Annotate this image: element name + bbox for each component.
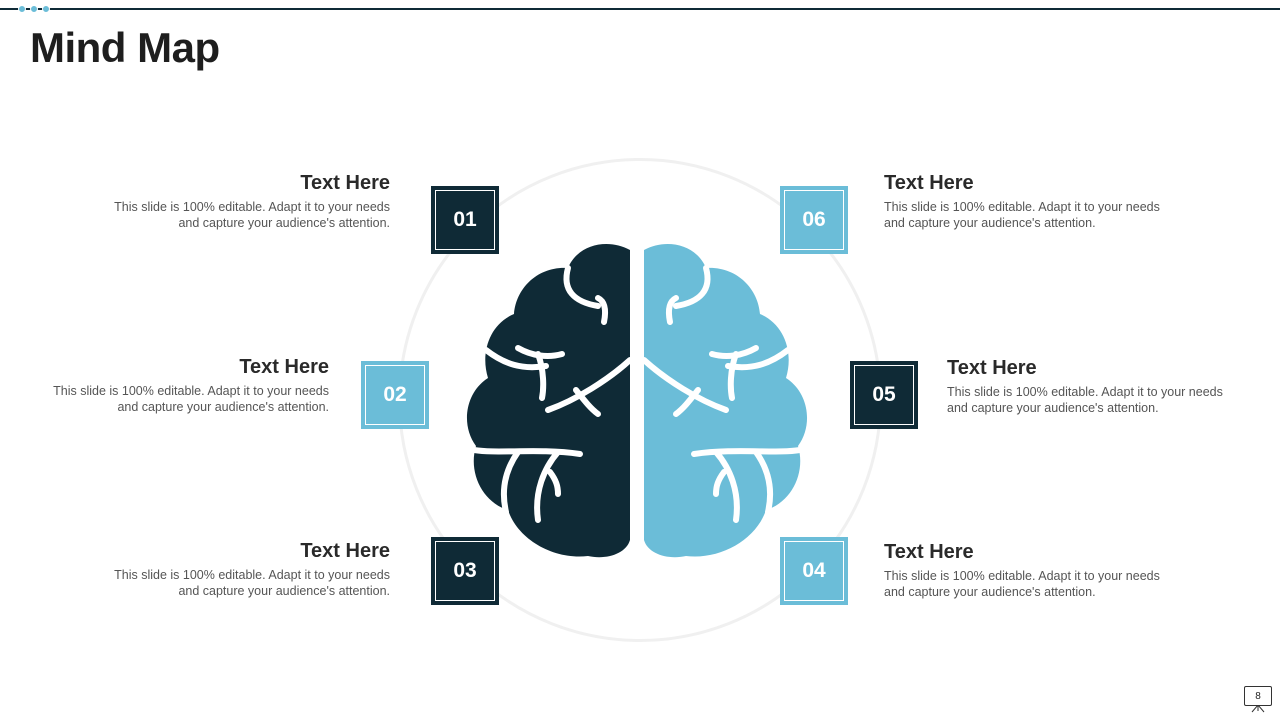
top-divider-line	[0, 8, 1280, 10]
item-body: This slide is 100% editable. Adapt it to…	[114, 200, 390, 230]
number-label-04: 04	[784, 541, 844, 601]
brain-icon	[466, 244, 808, 558]
text-block-06: Text Here This slide is 100% editable. A…	[884, 171, 1184, 231]
number-box-02: 02	[361, 361, 429, 429]
presentation-screen-icon	[1251, 705, 1265, 713]
item-heading: Text Here	[239, 356, 329, 378]
page-number: 8	[1244, 686, 1272, 706]
number-box-04: 04	[780, 537, 848, 605]
item-body: This slide is 100% editable. Adapt it to…	[114, 568, 390, 598]
slide-title: Mind Map	[30, 24, 220, 71]
item-body: This slide is 100% editable. Adapt it to…	[947, 385, 1223, 415]
number-box-06: 06	[780, 186, 848, 254]
number-box-01: 01	[431, 186, 499, 254]
item-heading: Text Here	[884, 172, 974, 194]
text-block-01: Text Here This slide is 100% editable. A…	[90, 171, 390, 231]
item-heading: Text Here	[884, 541, 974, 563]
item-heading: Text Here	[300, 172, 390, 194]
item-body: This slide is 100% editable. Adapt it to…	[884, 569, 1160, 599]
item-body: This slide is 100% editable. Adapt it to…	[884, 200, 1160, 230]
number-box-05: 05	[850, 361, 918, 429]
decorative-dots	[18, 5, 52, 13]
number-label-06: 06	[784, 190, 844, 250]
item-body: This slide is 100% editable. Adapt it to…	[53, 384, 329, 414]
item-heading: Text Here	[947, 357, 1037, 379]
number-label-05: 05	[854, 365, 914, 425]
number-label-02: 02	[365, 365, 425, 425]
number-box-03: 03	[431, 537, 499, 605]
text-block-05: Text Here This slide is 100% editable. A…	[947, 356, 1247, 416]
number-label-03: 03	[435, 541, 495, 601]
item-heading: Text Here	[300, 540, 390, 562]
number-label-01: 01	[435, 190, 495, 250]
text-block-04: Text Here This slide is 100% editable. A…	[884, 540, 1184, 600]
text-block-02: Text Here This slide is 100% editable. A…	[29, 355, 329, 415]
text-block-03: Text Here This slide is 100% editable. A…	[90, 539, 390, 599]
